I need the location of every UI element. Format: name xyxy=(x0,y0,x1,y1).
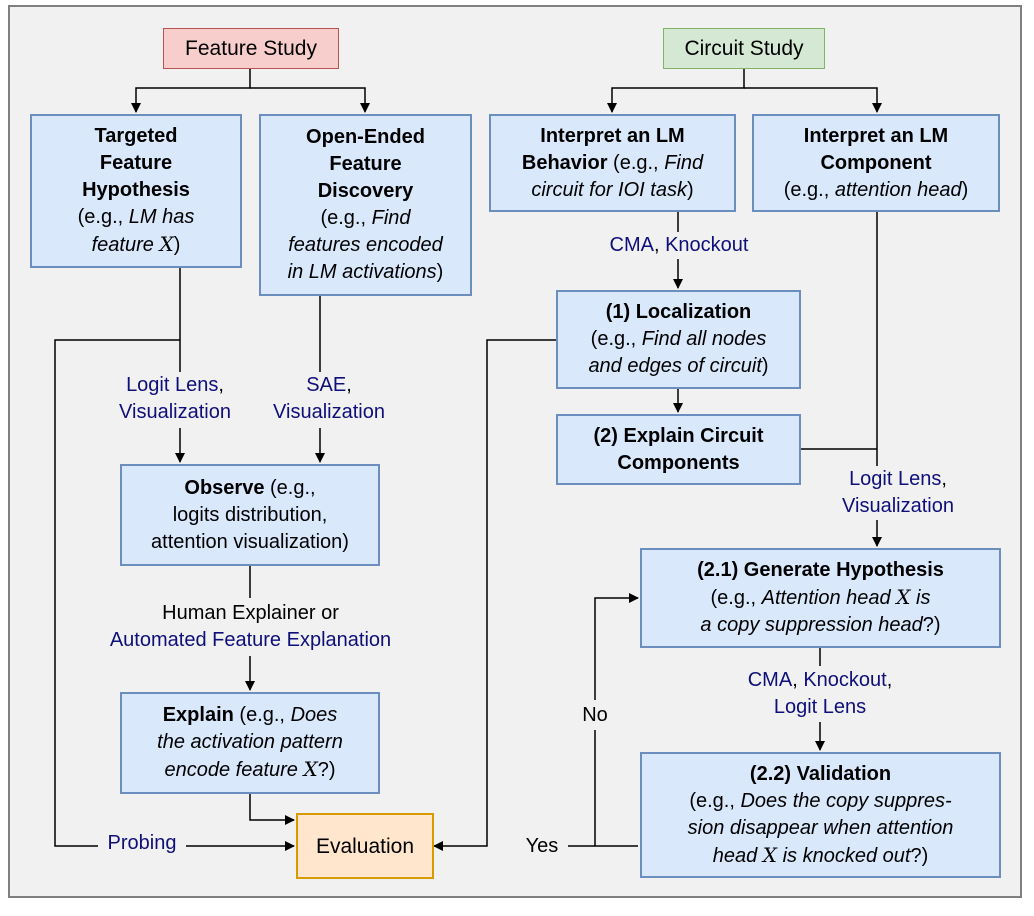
edge-localization-to-evaluation xyxy=(433,339,556,851)
targeted-feature-hypothesis-node: Targeted Feature Hypothesis (e.g., LM ha… xyxy=(30,114,242,268)
observe-line-3: attention visualization) xyxy=(151,530,349,553)
label-logit-lens-visualization-right: Logit Lens, Visualization xyxy=(825,466,971,520)
circuit-study-header: Circuit Study xyxy=(663,28,825,69)
edge-feature-study-fan xyxy=(131,69,251,113)
component-example: (e.g., attention head) xyxy=(783,178,969,201)
component-title-1: Interpret an LM xyxy=(803,124,949,147)
evaluation-node: Evaluation xyxy=(296,813,434,879)
targeted-example-2: feature X) xyxy=(91,232,181,256)
targeted-title-2: Feature xyxy=(99,152,173,174)
feature-study-label: Feature Study xyxy=(185,37,317,60)
edge-circuit-study-fan xyxy=(607,69,745,113)
observe-node: Observe (e.g., logits distribution, atte… xyxy=(120,464,380,566)
open-ended-example-2: features encoded xyxy=(288,234,443,256)
validation-title: (2.2) Validation xyxy=(749,762,892,785)
label-cma-knockout-logit-lens: CMA, Knockout, Logit Lens xyxy=(725,667,915,721)
edge-validation-no xyxy=(594,730,638,847)
feature-study-header: Feature Study xyxy=(163,28,339,69)
open-ended-title-1: Open-Ended xyxy=(306,126,425,148)
localization-title: (1) Localization xyxy=(605,301,752,323)
explain-components-title-1: (2) Explain Circuit xyxy=(593,424,764,447)
evaluation-title: Evaluation xyxy=(315,834,415,858)
open-ended-title-3: Discovery xyxy=(317,180,414,202)
validation-example-2: sion disappear when attention xyxy=(687,816,954,839)
explain-line-1: Explain (e.g., Does xyxy=(162,704,338,726)
generate-hypothesis-node: (2.1) Generate Hypothesis (e.g., Attenti… xyxy=(640,548,1001,648)
interpret-behavior-node: Interpret an LM Behavior (e.g., Find cir… xyxy=(489,114,736,212)
interpret-component-node: Interpret an LM Component (e.g., attenti… xyxy=(752,114,1000,212)
observe-line-2: logits distribution, xyxy=(172,503,328,526)
behavior-line-3: circuit for IOI task) xyxy=(531,178,694,201)
explain-components-title-2: Components xyxy=(617,451,740,474)
label-human-explainer: Human Explainer or Automated Feature Exp… xyxy=(78,600,423,654)
generate-example-2: a copy suppression head?) xyxy=(700,614,941,636)
edge-feature-study-to-open-ended xyxy=(250,87,370,113)
generate-title: (2.1) Generate Hypothesis xyxy=(697,559,944,581)
edge-circuit-study-to-component xyxy=(744,87,882,113)
label-logit-lens-visualization-left: Logit Lens, Visualization xyxy=(100,372,250,426)
explain-node: Explain (e.g., Does the activation patte… xyxy=(120,692,380,794)
open-ended-example-3: in LM activations) xyxy=(287,261,444,283)
targeted-title-3: Hypothesis xyxy=(82,179,190,201)
component-title-2: Component xyxy=(820,151,932,174)
edge-explain-to-evaluation xyxy=(249,794,295,825)
edge-targeted-to-probing xyxy=(54,339,180,847)
localization-example-2: and edges of circuit) xyxy=(588,355,769,377)
label-yes: Yes xyxy=(518,833,566,860)
validation-node: (2.2) Validation (e.g., Does the copy su… xyxy=(640,752,1001,878)
open-ended-example-1: (e.g., Find xyxy=(320,207,411,229)
open-ended-title-2: Feature xyxy=(329,153,402,175)
label-probing: Probing xyxy=(98,830,186,857)
circuit-study-label: Circuit Study xyxy=(684,37,804,60)
explain-circuit-components-node: (2) Explain Circuit Components xyxy=(556,414,801,485)
validation-example-3: head X is knocked out?) xyxy=(712,842,929,867)
generate-example-1: (e.g., Attention head X is xyxy=(710,585,931,609)
localization-example-1: (e.g., Find all nodes xyxy=(590,328,767,350)
edge-no-to-generate xyxy=(594,593,639,700)
validation-example-1: (e.g., Does the copy suppres- xyxy=(689,789,952,812)
label-no: No xyxy=(576,702,614,729)
label-cma-knockout: CMA, Knockout xyxy=(588,232,770,259)
behavior-title-1: Interpret an LM xyxy=(540,124,685,147)
explain-line-3: encode feature X?) xyxy=(164,757,336,781)
targeted-example-1: (e.g., LM has xyxy=(77,206,195,228)
label-sae-visualization: SAE, Visualization xyxy=(258,372,400,426)
observe-line-1: Observe (e.g., xyxy=(184,476,316,499)
localization-node: (1) Localization (e.g., Find all nodes a… xyxy=(556,290,801,389)
behavior-line-2: Behavior (e.g., Find xyxy=(521,151,704,174)
open-ended-feature-discovery-node: Open-Ended Feature Discovery (e.g., Find… xyxy=(259,114,472,296)
explain-line-2: the activation pattern xyxy=(157,731,343,753)
targeted-title-1: Targeted xyxy=(94,125,178,147)
